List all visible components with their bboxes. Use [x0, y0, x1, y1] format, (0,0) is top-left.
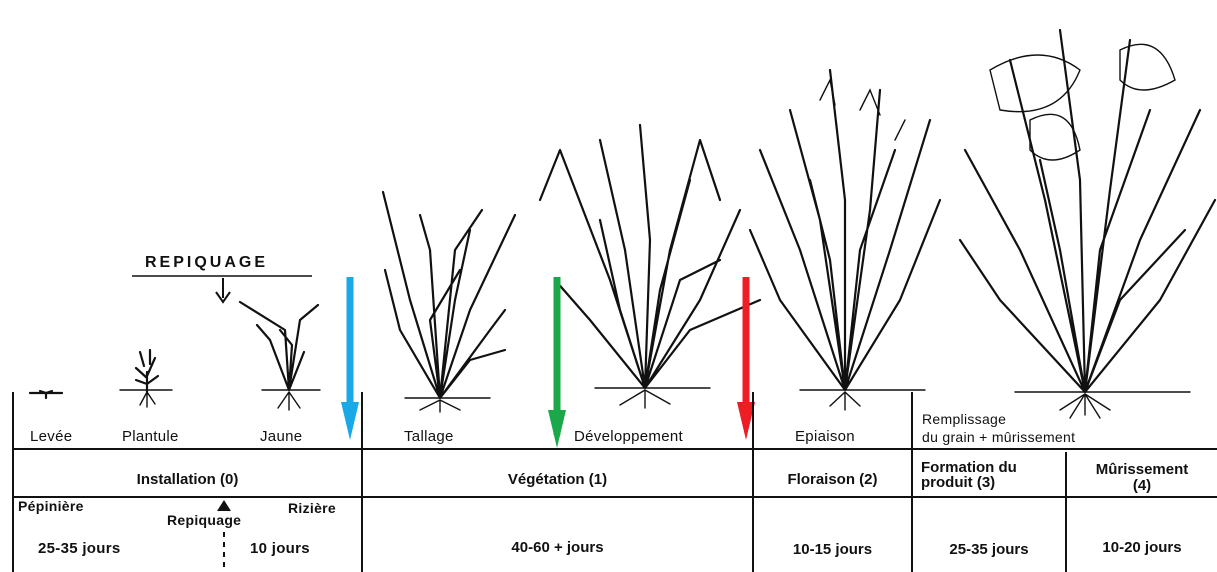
phase-floraison: Floraison (2) [754, 472, 911, 487]
stage-label-levee: Levée [30, 428, 72, 445]
table-row-divider-2 [12, 496, 1217, 498]
stage-label-tallage: Tallage [404, 428, 454, 445]
phase-vegetation: Végétation (1) [363, 472, 752, 487]
phase-formation-line1: Formation du [913, 460, 1065, 475]
table-row-divider-1 [12, 448, 1217, 450]
repiquage-marker-icon [217, 500, 231, 511]
plant-tallage-icon [383, 192, 515, 412]
stage-label-plantule: Plantule [122, 428, 179, 445]
label-riziere: Rizière [288, 500, 336, 516]
repiquage-heading: REPIQUAGE [145, 254, 268, 272]
duration-pepiniere: 25-35 jours [38, 540, 121, 557]
plant-jaune-icon [240, 302, 320, 410]
plant-levee-icon [30, 391, 62, 398]
phase-murissement-line1: Mûrissement [1067, 462, 1217, 477]
stage-label-jaune: Jaune [260, 428, 302, 445]
label-repiquage: Repiquage [167, 512, 241, 528]
green-stage-arrow [548, 277, 566, 448]
stage-label-epiaison: Epiaison [795, 428, 855, 445]
blue-stage-arrow [341, 277, 359, 440]
duration-murissement: 10-20 jours [1067, 540, 1217, 555]
plant-epiaison-icon [750, 70, 940, 410]
duration-formation: 25-35 jours [913, 542, 1065, 557]
stage-label-developpement: Développement [574, 428, 683, 445]
duration-vegetation: 40-60 + jours [363, 540, 752, 555]
label-pepiniere: Pépinière [18, 498, 84, 514]
duration-riziere: 10 jours [250, 540, 310, 557]
phase-installation: Installation (0) [14, 472, 361, 487]
phase-murissement-line2: (4) [1067, 478, 1217, 493]
stage-label-remplissage: Remplissage [922, 411, 1006, 427]
stage-label-murissement: du grain + mûrissement [922, 429, 1075, 445]
phase-formation-line2: produit (3) [913, 475, 1065, 490]
plant-murissement-icon [960, 30, 1215, 418]
plant-developpement-icon [540, 125, 760, 408]
duration-floraison: 10-15 jours [754, 542, 911, 557]
plant-plantule-icon [120, 350, 172, 407]
